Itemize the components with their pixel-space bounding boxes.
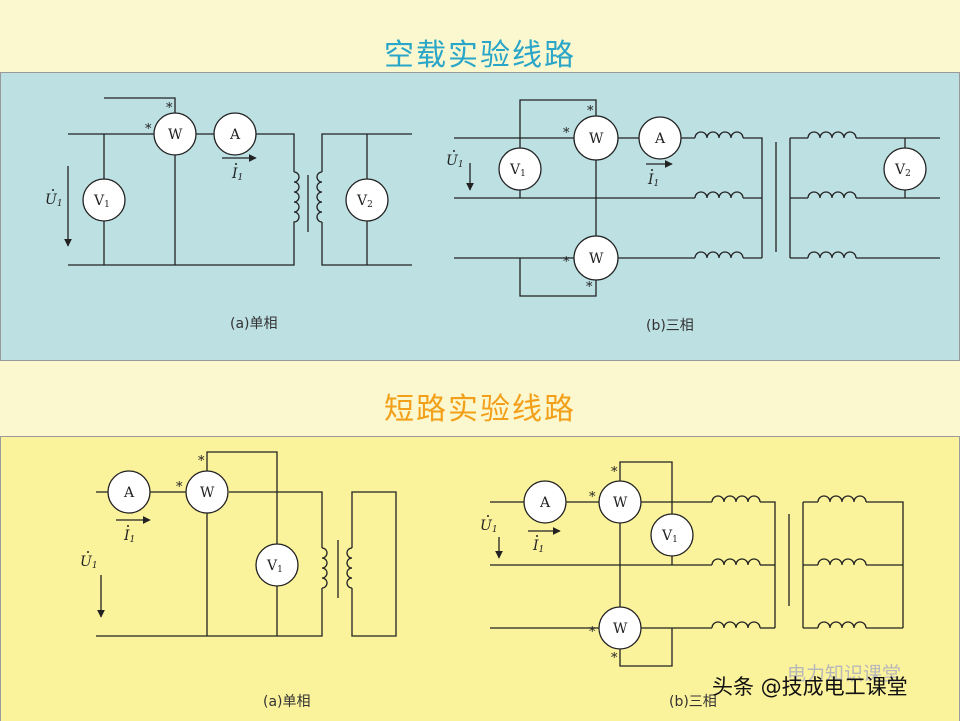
- voltmeter-v1: [82, 178, 126, 222]
- meter-label: W: [613, 495, 628, 511]
- watermark-text: 头条 @技成电工课堂: [712, 675, 908, 699]
- current-label: I1: [231, 163, 243, 183]
- voltmeter-v1: [650, 513, 694, 557]
- current-label: I1: [532, 535, 544, 555]
- svg-text:U1: U1: [80, 554, 98, 571]
- meter-label: A: [123, 485, 135, 501]
- polarity-mark: *: [176, 480, 183, 495]
- meter-label: W: [168, 127, 183, 143]
- polarity-mark: *: [198, 454, 205, 469]
- polarity-mark: *: [587, 104, 594, 119]
- meter-label: A: [539, 495, 551, 511]
- polarity-mark: *: [589, 625, 596, 640]
- wattmeter-lower: [598, 606, 642, 650]
- polarity-mark: *: [145, 122, 152, 137]
- ammeter: [213, 112, 257, 156]
- meter-label: V1: [509, 162, 526, 179]
- open-circuit-title: 空载实验线路: [384, 38, 576, 73]
- voltage-label: U1: [45, 189, 63, 209]
- svg-text:U1: U1: [480, 518, 498, 535]
- wattmeter-upper: [598, 480, 642, 524]
- svg-text:I1: I1: [123, 528, 135, 545]
- voltage-label: U1: [80, 551, 98, 571]
- voltage-label: U1: [480, 515, 498, 535]
- meter-label: W: [589, 251, 604, 267]
- open-three-phase-circuit: [454, 99, 940, 297]
- caption-short-three: (b)三相: [669, 694, 717, 710]
- polarity-mark: *: [611, 465, 618, 480]
- voltmeter-v1: [498, 147, 542, 191]
- short-circuit-title: 短路实验线路: [384, 392, 576, 427]
- svg-text:I1: I1: [647, 172, 659, 189]
- polarity-mark: *: [586, 280, 593, 295]
- meter-label: A: [229, 127, 241, 143]
- voltmeter-v1: [255, 543, 299, 587]
- meter-label: W: [613, 621, 628, 637]
- wattmeter: [153, 112, 197, 156]
- meter-label: V1: [93, 193, 110, 210]
- svg-text:I1: I1: [532, 538, 544, 555]
- ammeter: [523, 480, 567, 524]
- wattmeter-lower: [573, 235, 619, 281]
- meter-label: V2: [356, 193, 373, 210]
- svg-text:U1: U1: [446, 153, 464, 170]
- svg-text:U1: U1: [45, 192, 63, 209]
- caption-open-three: (b)三相: [646, 318, 694, 334]
- meter-label: W: [589, 131, 604, 147]
- meter-label: A: [654, 131, 666, 147]
- open-single-phase-circuit: [64, 97, 412, 266]
- short-single-phase-circuit: [96, 451, 397, 637]
- polarity-mark: *: [611, 651, 618, 666]
- wattmeter: [185, 470, 229, 514]
- meter-label: V1: [266, 558, 283, 575]
- polarity-mark: *: [563, 126, 570, 141]
- voltmeter-v2: [883, 147, 927, 191]
- polarity-mark: *: [563, 255, 570, 270]
- meter-label: V2: [894, 162, 911, 179]
- meter-label: V1: [661, 528, 678, 545]
- caption-short-single: (a)单相: [263, 694, 311, 710]
- meter-label: W: [200, 485, 215, 501]
- voltage-label: U1: [446, 150, 464, 170]
- short-three-phase-circuit: [490, 461, 904, 667]
- ammeter: [107, 470, 151, 514]
- caption-open-single: (a)单相: [230, 316, 278, 332]
- watermark-faint-text: 电力知识课堂: [787, 663, 901, 685]
- short-circuit-panel: [0, 436, 960, 721]
- wattmeter-upper: [573, 115, 619, 161]
- svg-text:I1: I1: [231, 166, 243, 183]
- polarity-mark: *: [589, 490, 596, 505]
- voltmeter-v2: [345, 178, 389, 222]
- current-label: I1: [123, 525, 135, 545]
- watermark: 电力知识课堂 头条 @技成电工课堂: [712, 663, 908, 699]
- current-label: I1: [647, 169, 659, 189]
- polarity-mark: *: [166, 101, 173, 116]
- ammeter: [638, 116, 682, 160]
